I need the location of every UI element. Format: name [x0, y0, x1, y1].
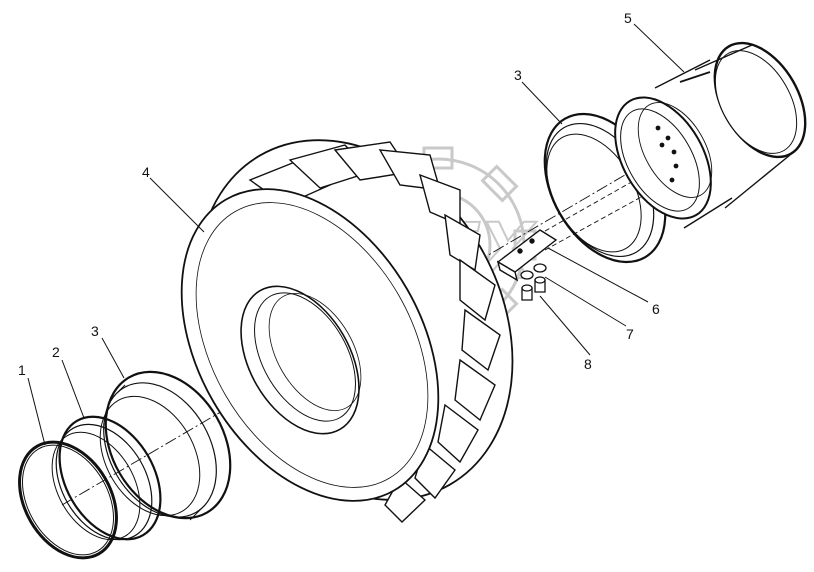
rim-bolt-holes	[655, 125, 679, 183]
callouts: 1 2 3 3 4 5 6 7 8	[18, 10, 660, 378]
leader-lines	[27, 23, 685, 446]
callout-8: 8	[584, 356, 592, 372]
callout-5: 5	[624, 10, 632, 26]
tire-part	[180, 139, 514, 523]
lock-ring-part	[18, 440, 118, 560]
callout-3-left: 3	[91, 323, 99, 339]
tread-lugs	[248, 141, 501, 523]
bolts-part	[521, 276, 546, 301]
flange-ring-part	[51, 415, 162, 541]
callout-3-right: 3	[514, 67, 522, 83]
callout-4: 4	[142, 164, 150, 180]
side-ring-left-part	[99, 370, 232, 521]
bracket-plate-part	[496, 229, 558, 282]
washers-part	[520, 263, 547, 280]
callout-7: 7	[626, 326, 634, 342]
callout-1: 1	[18, 362, 26, 378]
callout-2: 2	[52, 344, 60, 360]
rim-part	[614, 41, 807, 229]
callout-6: 6	[652, 301, 660, 317]
